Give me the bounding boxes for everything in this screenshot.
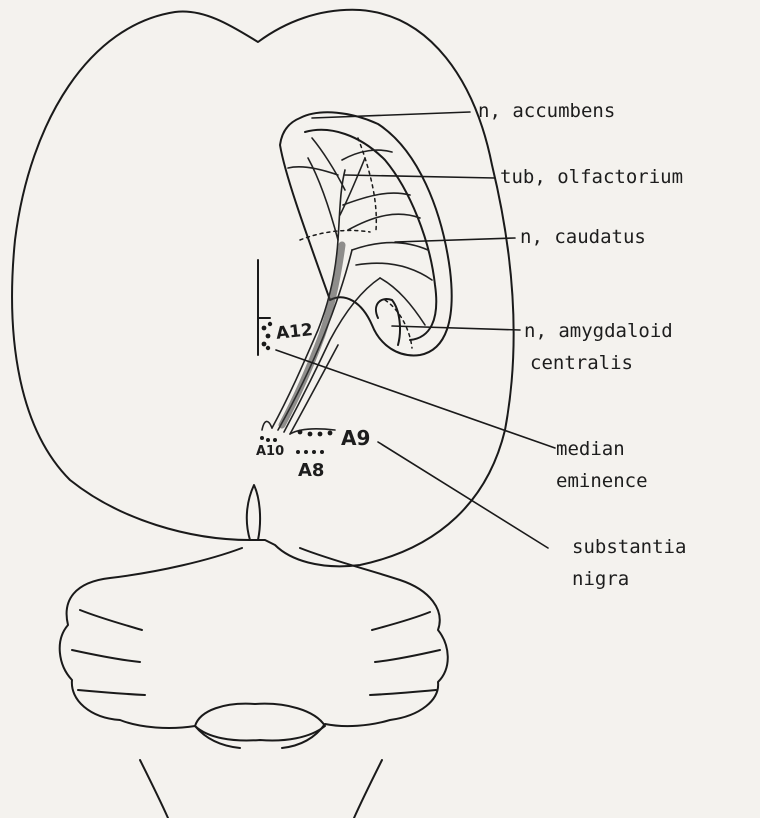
cerebellum-fold [370,690,436,695]
midline-notch [247,485,260,540]
striatum-outline [280,112,452,355]
cerebellum-fold [80,610,142,630]
pons-outline [195,704,325,741]
cerebellum-fold [72,650,140,662]
label-caudatus: n, caudatus [520,224,646,250]
cerebrum-outline [12,10,513,566]
leader-caudatus [395,238,515,242]
striatum-inner-contour [305,130,436,340]
leader-olfactorium [345,175,495,178]
label-median: median [556,436,625,462]
a8-label: A8 [298,460,324,481]
label-amygdaloid: n, amygdaloid [524,318,673,344]
label-substantia: substantia [572,534,686,560]
brainstem-outline-right [282,548,448,748]
dopamine-pathway [262,138,432,434]
leader-amygdaloid [392,326,520,330]
leader-nigra [378,442,548,548]
cerebellum-fold [375,650,440,662]
brainstem-outline [60,548,242,748]
cerebellum-fold [372,612,430,630]
a12-bracket [258,260,270,355]
label-olfactorium: tub, olfactorium [500,164,683,190]
label-nigra: nigra [572,566,629,592]
label-eminence: eminence [556,468,648,494]
a9-label: A9 [341,426,370,450]
cerebellum-fold [78,690,145,695]
a12-label: A12 [275,320,314,344]
label-centralis: centralis [530,350,633,376]
medulla-outline [140,760,382,818]
label-accumbens: n, accumbens [478,98,615,124]
a10-label: A10 [256,444,284,459]
